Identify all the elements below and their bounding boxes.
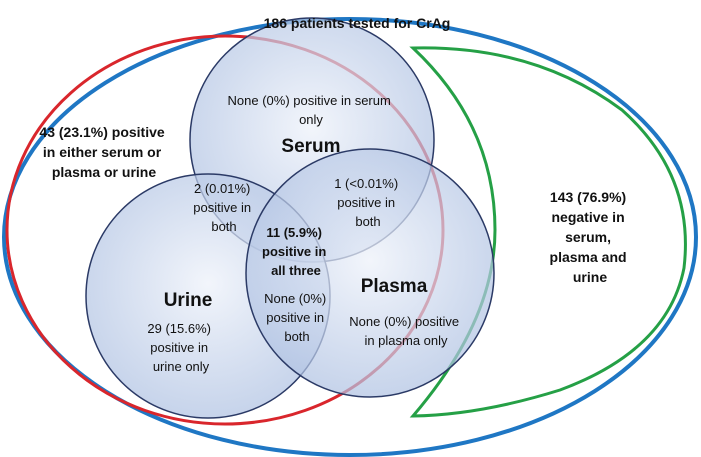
all-three-overlap-label: 11 (5.9%) positive in all three [262, 225, 330, 278]
overlap-line: all three [271, 263, 321, 278]
diagram-title: 186 patients tested for CrAg [264, 15, 451, 31]
plasma-only-line: in plasma only [364, 333, 448, 348]
all-patients-ellipse [2, 17, 698, 457]
negative-region [409, 46, 687, 418]
overlap-line: 2 (0.01%) [194, 181, 250, 196]
overlap-line: both [355, 214, 380, 229]
plasma-only-line: None (0%) positive [349, 314, 459, 329]
negative-summary-line: 143 (76.9%) [550, 189, 626, 205]
positive-summary: 43 (23.1%) positive in either serum or p… [39, 124, 168, 180]
negative-summary-line: serum, [565, 229, 611, 245]
serum-only-label: None (0%) positive in serum only [228, 93, 395, 127]
urine-only-line: urine only [153, 359, 210, 374]
plasma-title: Plasma [361, 276, 428, 297]
urine-plasma-overlap-label: None (0%) positive in both [264, 291, 330, 344]
positive-summary-line: in either serum or [43, 144, 162, 160]
overlap-line: positive in [266, 310, 324, 325]
serum-only-line: only [299, 112, 323, 127]
positive-summary-line: plasma or urine [52, 164, 156, 180]
negative-summary: 143 (76.9%) negative in serum, plasma an… [550, 189, 631, 285]
negative-summary-line: plasma and [550, 249, 627, 265]
plasma-circle [245, 148, 495, 398]
overlap-line: 11 (5.9%) [266, 225, 322, 240]
overlap-line: both [284, 329, 309, 344]
positive-summary-line: 43 (23.1%) positive [39, 124, 164, 140]
overlap-line: positive in [193, 200, 251, 215]
overlap-line: 1 (<0.01%) [334, 176, 398, 191]
serum-title: Serum [281, 136, 340, 157]
overlap-line: positive in [262, 244, 326, 259]
serum-only-line: None (0%) positive in serum [228, 93, 391, 108]
overlap-line: both [211, 219, 236, 234]
serum-plasma-overlap-label: 1 (<0.01%) positive in both [334, 176, 402, 229]
negative-summary-line: negative in [551, 209, 624, 225]
plasma-only-label: None (0%) positive in plasma only [349, 314, 462, 348]
urine-title: Urine [164, 290, 213, 311]
urine-only-label: 29 (15.6%) positive in urine only [147, 321, 214, 374]
serum-urine-overlap-label: 2 (0.01%) positive in both [193, 181, 254, 234]
negative-summary-line: urine [573, 269, 607, 285]
overlap-line: positive in [337, 195, 395, 210]
urine-only-line: 29 (15.6%) [147, 321, 211, 336]
urine-only-line: positive in [150, 340, 208, 355]
overlap-line: None (0%) [264, 291, 326, 306]
